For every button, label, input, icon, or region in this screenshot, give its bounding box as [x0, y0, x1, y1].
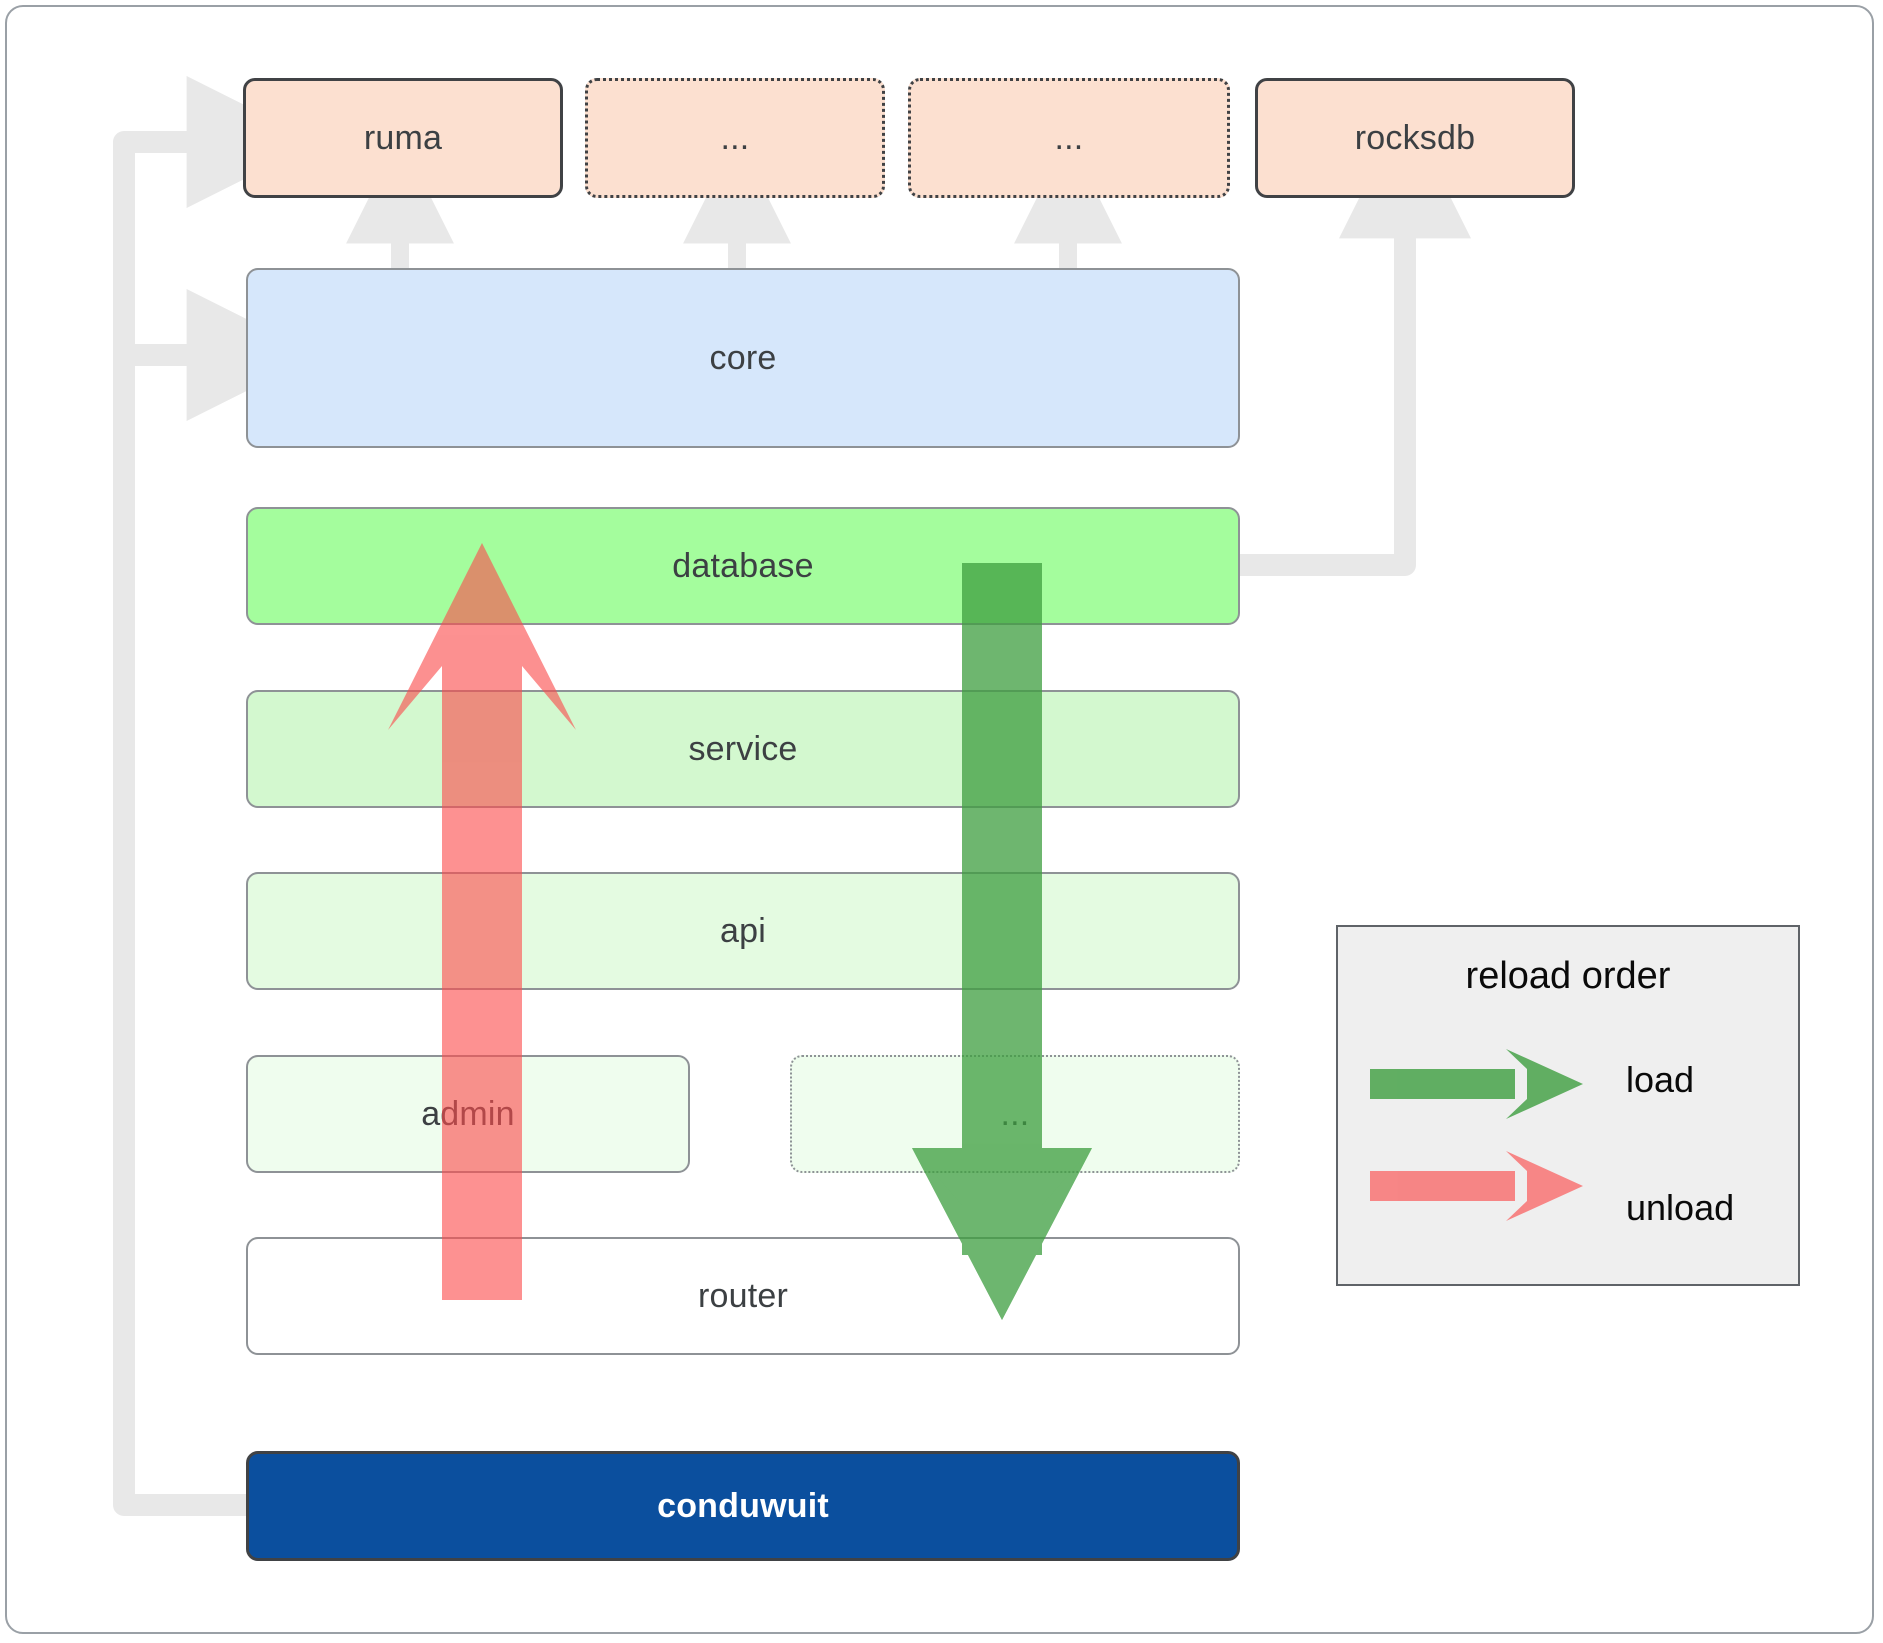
- legend-panel: reload order load unload: [1336, 925, 1800, 1286]
- node-ruma-label: ruma: [363, 118, 443, 157]
- legend-unload-label: unload: [1626, 1187, 1735, 1228]
- node-admin[interactable]: admin: [246, 1055, 690, 1173]
- node-core-label: core: [709, 338, 777, 377]
- diagram-frame: [5, 5, 1874, 1634]
- node-dependency-ellipsis-2[interactable]: ...: [908, 78, 1230, 198]
- legend-swatches: [1370, 1049, 1583, 1221]
- node-service-label: service: [688, 729, 798, 768]
- node-extra-ellipsis-label: ...: [1000, 1094, 1030, 1133]
- node-conduwuit[interactable]: conduwuit: [246, 1451, 1240, 1561]
- node-dependency-ellipsis-1-label: ...: [720, 118, 750, 157]
- node-router[interactable]: router: [246, 1237, 1240, 1355]
- node-database-label: database: [672, 546, 814, 585]
- node-api[interactable]: api: [246, 872, 1240, 990]
- legend-unload-swatch: [1370, 1151, 1583, 1221]
- node-extra-ellipsis[interactable]: ...: [790, 1055, 1240, 1173]
- node-dependency-ellipsis-2-label: ...: [1054, 118, 1084, 157]
- node-ruma[interactable]: ruma: [243, 78, 563, 198]
- legend-load-swatch: [1370, 1049, 1583, 1119]
- node-admin-label: admin: [421, 1094, 515, 1133]
- node-rocksdb-label: rocksdb: [1354, 118, 1476, 157]
- node-service[interactable]: service: [246, 690, 1240, 808]
- node-router-label: router: [697, 1276, 789, 1315]
- legend-title: reload order: [1465, 955, 1671, 997]
- node-rocksdb[interactable]: rocksdb: [1255, 78, 1575, 198]
- node-conduwuit-label: conduwuit: [657, 1486, 829, 1525]
- node-api-label: api: [720, 911, 766, 950]
- node-database[interactable]: database: [246, 507, 1240, 625]
- node-core[interactable]: core: [246, 268, 1240, 448]
- node-dependency-ellipsis-1[interactable]: ...: [585, 78, 885, 198]
- legend-load-label: load: [1626, 1059, 1695, 1100]
